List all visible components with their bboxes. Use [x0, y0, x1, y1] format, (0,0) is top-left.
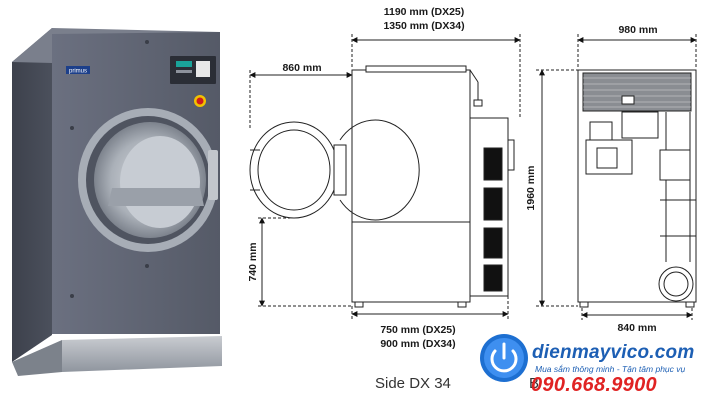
- dim-back-width: 980 mm: [618, 24, 657, 36]
- dim-width-top-2: 1350 mm (DX34): [383, 20, 464, 32]
- dim-depth-bottom-1: 750 mm (DX25): [380, 324, 455, 336]
- panel-brand-label: primus: [69, 69, 87, 75]
- dim-depth-bottom-2: 900 mm (DX34): [380, 338, 455, 350]
- dim-back-base: 840 mm: [617, 322, 656, 334]
- hotline-number: 090.668.9900: [531, 374, 657, 396]
- brand-tagline: Mua sắm thông minh - Tận tâm phục vụ: [535, 364, 686, 374]
- side-view-drawing: [249, 34, 521, 320]
- back-view-drawing: [536, 34, 697, 320]
- dryer-illustration: primus: [12, 28, 222, 376]
- caption-side: Side DX 34: [375, 375, 451, 392]
- dim-door-depth: 860 mm: [282, 62, 321, 74]
- caption-back: B: [529, 375, 540, 392]
- brand-name: dienmayvico.com: [532, 342, 695, 363]
- power-logo-icon: [480, 334, 528, 382]
- dim-door-height: 740 mm: [247, 242, 259, 281]
- dim-height-total: 1960 mm: [525, 166, 537, 211]
- dim-width-top-1: 1190 mm (DX25): [384, 6, 465, 18]
